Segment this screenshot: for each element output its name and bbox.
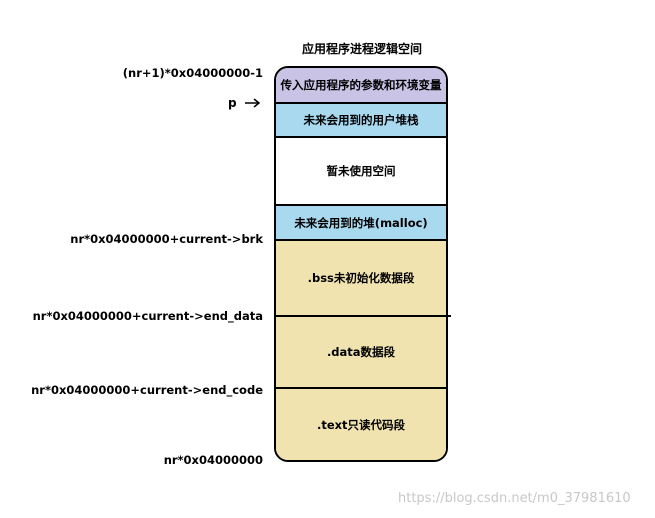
- segment-data: .data数据段: [276, 317, 446, 389]
- label-base: nr*0x04000000: [163, 453, 263, 467]
- segment-bss: .bss未初始化数据段: [276, 241, 446, 317]
- label-top-address: (nr+1)*0x04000000-1: [122, 66, 263, 80]
- pointer-label: p: [228, 96, 237, 110]
- segment-unused: 暂未使用空间: [276, 138, 446, 206]
- end-data-tick: [446, 315, 451, 317]
- segment-args-env: 传入应用程序的参数和环境变量: [276, 68, 446, 104]
- label-end-data: nr*0x04000000+current->end_data: [32, 309, 263, 323]
- watermark: https://blog.csdn.net/m0_37981610: [398, 491, 631, 506]
- segment-heap: 未来会用到的堆(malloc): [276, 206, 446, 241]
- right-arrow-icon: [244, 98, 260, 108]
- segment-text: .text只读代码段: [276, 389, 446, 460]
- label-brk: nr*0x04000000+current->brk: [70, 232, 263, 246]
- segment-user-stack: 未来会用到的用户堆栈: [276, 104, 446, 138]
- memory-layout-stack: 传入应用程序的参数和环境变量 未来会用到的用户堆栈 暂未使用空间 未来会用到的堆…: [274, 66, 448, 462]
- label-end-code: nr*0x04000000+current->end_code: [31, 383, 263, 397]
- diagram-title: 应用程序进程逻辑空间: [301, 42, 422, 56]
- pointer-p: p: [228, 96, 261, 110]
